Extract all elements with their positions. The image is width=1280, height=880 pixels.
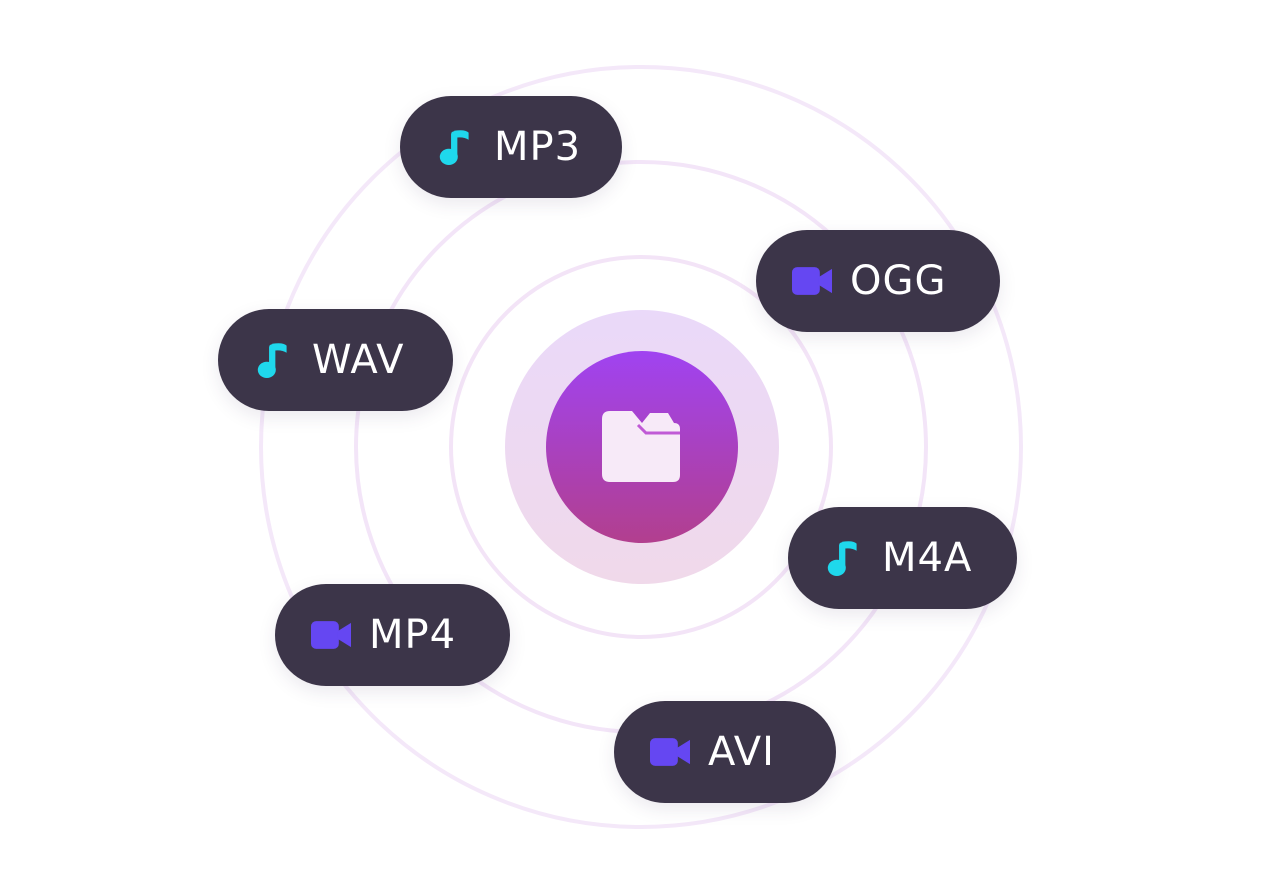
format-label: MP4	[369, 612, 457, 658]
video-camera-icon	[311, 615, 351, 655]
format-chip-avi[interactable]: AVI	[614, 701, 836, 803]
music-note-icon	[436, 127, 476, 167]
music-note-icon	[254, 340, 294, 380]
format-label: AVI	[708, 729, 775, 775]
format-label: WAV	[312, 337, 405, 383]
video-camera-icon	[792, 261, 832, 301]
video-camera-icon	[650, 732, 690, 772]
orbit-ring-inner	[449, 255, 833, 639]
folder-icon	[602, 411, 680, 482]
center-folder-button[interactable]	[546, 351, 738, 543]
format-chip-wav[interactable]: WAV	[218, 309, 453, 411]
format-label: MP3	[494, 124, 582, 170]
format-chip-mp4[interactable]: MP4	[275, 584, 510, 686]
music-note-icon	[824, 538, 864, 578]
orbit-ring-outer	[259, 65, 1023, 829]
format-chip-ogg[interactable]: OGG	[756, 230, 1000, 332]
format-label: M4A	[882, 535, 973, 581]
format-chip-m4a[interactable]: M4A	[788, 507, 1017, 609]
format-label: OGG	[850, 258, 947, 304]
format-chip-mp3[interactable]: MP3	[400, 96, 622, 198]
